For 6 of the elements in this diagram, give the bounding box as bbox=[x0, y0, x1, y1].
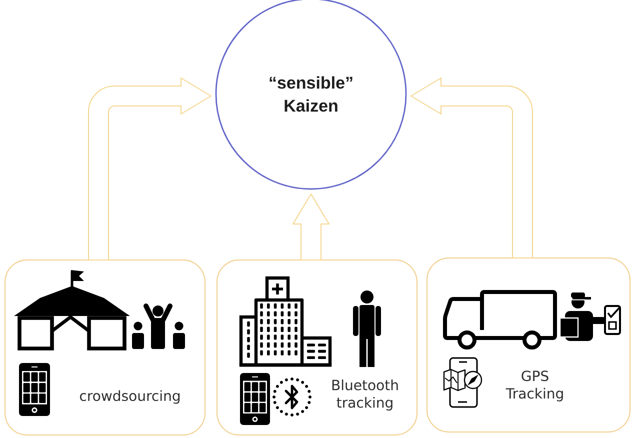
data-source-box: GPS Tracking bbox=[426, 258, 630, 432]
arrow bbox=[88, 78, 212, 260]
data-source-box: crowdsourcing bbox=[4, 260, 206, 436]
arrow bbox=[292, 194, 330, 260]
data-source-box: Bluetooth tracking bbox=[216, 260, 418, 436]
arrow bbox=[410, 78, 533, 258]
